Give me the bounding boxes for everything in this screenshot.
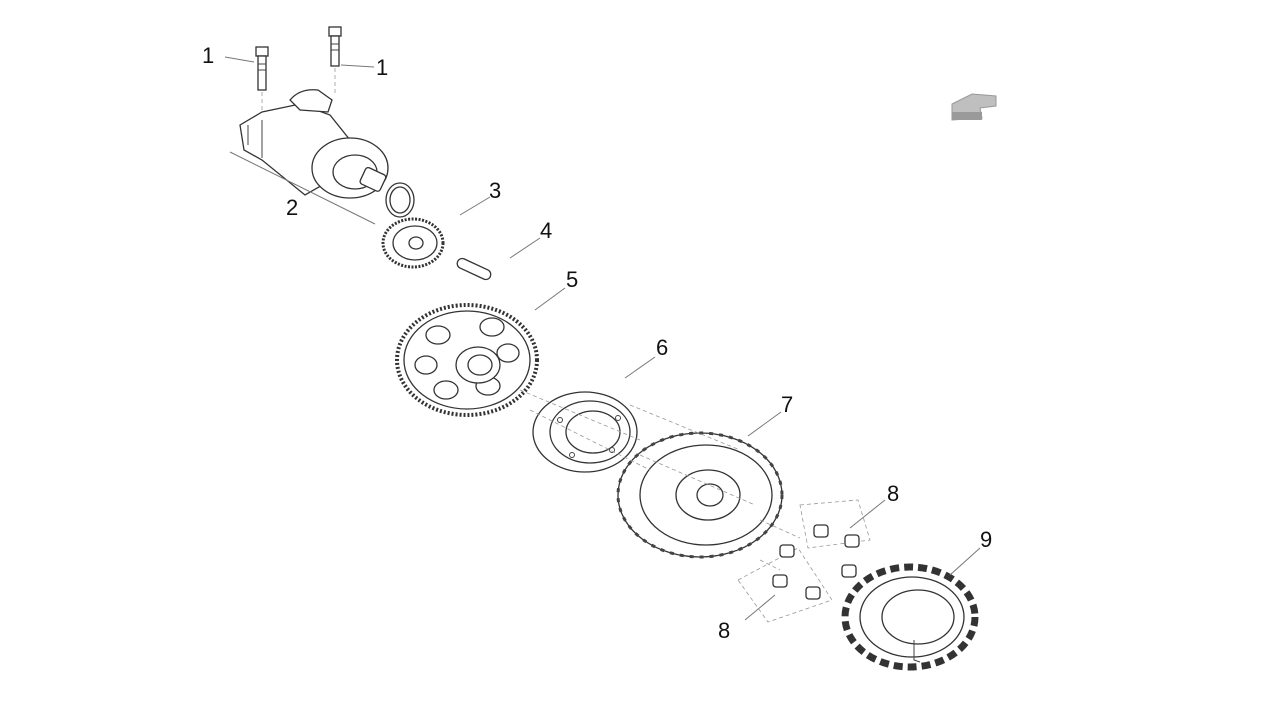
- callout-8-upper: 8: [887, 481, 899, 506]
- callout-7: 7: [781, 392, 793, 417]
- small-gear: [381, 217, 445, 269]
- callout-5: 5: [566, 267, 578, 292]
- o-ring: [385, 182, 415, 218]
- callout-9: 9: [980, 527, 992, 552]
- callout-1-right: 1: [376, 55, 388, 80]
- bolt-right: [328, 26, 342, 67]
- pin: [456, 257, 492, 281]
- callout-4: 4: [540, 218, 552, 243]
- stator: [841, 563, 979, 671]
- callout-3: 3: [489, 178, 501, 203]
- starter-motor: [239, 89, 389, 199]
- large-starter-gear: [395, 303, 539, 417]
- callout-8-lower: 8: [718, 618, 730, 643]
- front-direction-arrow-icon: [951, 93, 997, 121]
- starter-motor-bracket-line: [229, 151, 376, 225]
- bolt-left: [255, 46, 269, 91]
- screws-lower-group: [737, 544, 833, 623]
- callout-1-left: 1: [202, 43, 214, 68]
- one-way-clutch: [532, 391, 638, 473]
- callout-2: 2: [286, 195, 298, 220]
- callout-6: 6: [656, 335, 668, 360]
- screws-upper-group: [799, 499, 871, 578]
- flywheel: [616, 431, 784, 559]
